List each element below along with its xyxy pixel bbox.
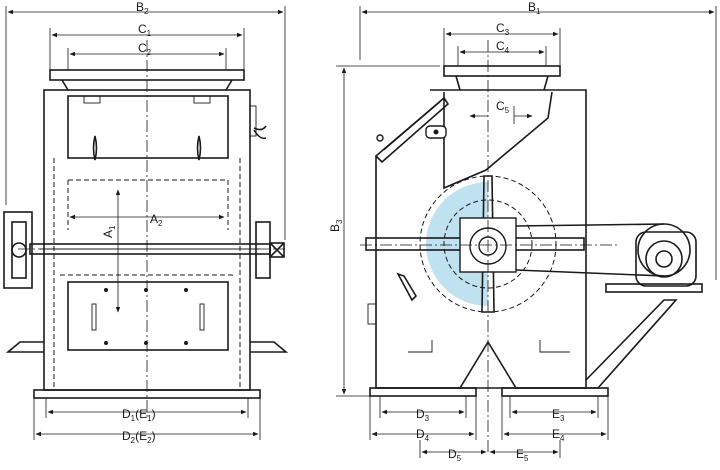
drive-belt xyxy=(515,223,665,277)
dim-d4: D4 xyxy=(416,427,430,443)
dim-b1: B1 xyxy=(528,0,541,16)
dim-c3: C3 xyxy=(496,21,510,37)
front-outlet-flange xyxy=(33,389,261,399)
front-right-bearing-housing xyxy=(255,221,271,279)
side-inlet-flange xyxy=(443,65,561,77)
dim-a2: A2 xyxy=(150,212,163,228)
rotor-inner-circle xyxy=(443,199,533,289)
front-foot-right xyxy=(250,341,289,353)
side-inner-chute xyxy=(443,91,553,190)
front-foot-left xyxy=(5,341,44,353)
dim-e5: E5 xyxy=(516,447,529,463)
dim-b3: B3 xyxy=(328,219,344,232)
rotor-swept-zone xyxy=(426,182,488,306)
dim-c4: C4 xyxy=(496,39,510,55)
front-door-handle-right xyxy=(196,135,202,161)
rotation-arrow xyxy=(396,272,418,302)
front-lower-door xyxy=(67,281,229,351)
front-hinge-icon xyxy=(253,125,267,140)
motor-base-plate xyxy=(605,283,703,293)
side-outlet-flange-left xyxy=(369,387,477,397)
front-coupling-symbol xyxy=(269,242,285,258)
dim-c5: C5 xyxy=(496,99,510,115)
dim-d2-e2: D2(E2) xyxy=(122,429,156,445)
dim-a1: A1 xyxy=(101,225,117,238)
front-view: B2 C1 C2 A1 A2 D1(E1) D2(E2) xyxy=(3,0,289,445)
front-upper-door xyxy=(67,95,229,159)
side-view: B1 C3 C4 C5 B3 D3 D4 E3 xyxy=(328,0,717,463)
dim-b2: B2 xyxy=(136,0,149,16)
dim-e3: E3 xyxy=(552,407,565,423)
front-door-handle-left xyxy=(92,135,98,161)
drive-motor xyxy=(635,231,697,287)
motor-support-strut xyxy=(585,299,678,389)
side-discharge-v xyxy=(376,340,586,389)
dim-e4: E4 xyxy=(552,427,565,443)
front-left-bearing-housing xyxy=(3,211,33,289)
side-hinged-cover xyxy=(374,96,450,164)
dim-d5: D5 xyxy=(448,447,462,463)
dim-c1: C1 xyxy=(138,22,152,38)
dim-c2: C2 xyxy=(138,41,152,57)
side-outlet-flange-right xyxy=(501,387,609,397)
dim-d1-e1: D1(E1) xyxy=(122,407,156,423)
dim-d3: D3 xyxy=(416,407,430,423)
